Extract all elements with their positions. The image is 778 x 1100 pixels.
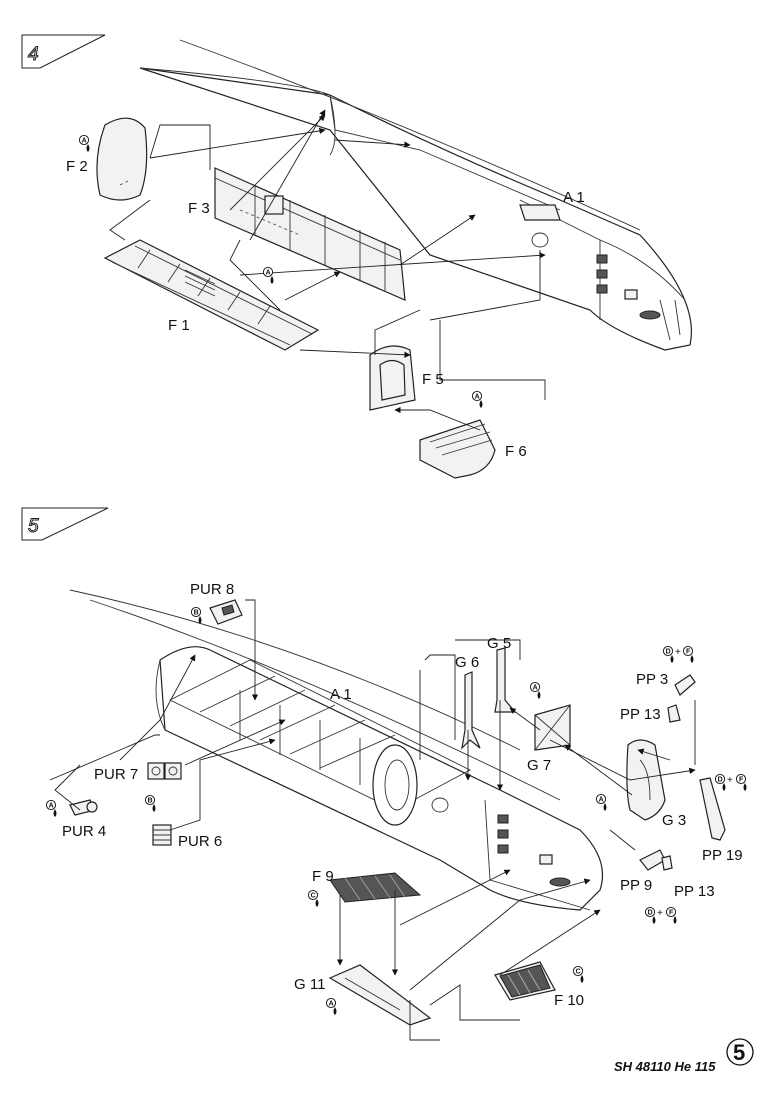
label-a1-step5: A 1 [330, 686, 352, 703]
label-f1: F 1 [168, 317, 190, 334]
svg-text:F: F [739, 777, 744, 784]
sheet-code: SH 48110 He 115 [614, 1059, 716, 1074]
svg-text:A: A [266, 270, 271, 277]
label-pp9: PP 9 [620, 877, 652, 894]
glue-marker: A [529, 681, 541, 700]
page-number-circle [726, 1038, 754, 1066]
glue-marker: A [325, 997, 337, 1016]
glue-marker: A [471, 390, 483, 409]
glue-marker: C [307, 889, 319, 908]
label-g11: G 11 [294, 976, 325, 993]
label-f5: F 5 [422, 371, 444, 388]
glue-plus: + [657, 908, 663, 919]
svg-text:D: D [666, 649, 671, 656]
label-f2: F 2 [66, 158, 88, 175]
part-f5 [369, 345, 416, 411]
part-g7 [534, 704, 571, 751]
glue-marker: A [595, 793, 607, 812]
label-g6: G 6 [455, 654, 479, 671]
label-f6: F 6 [505, 443, 527, 460]
svg-text:C: C [576, 969, 581, 976]
glue-marker: B [144, 794, 156, 813]
label-g5: G 5 [487, 635, 511, 652]
page-number: 5 [733, 1040, 745, 1065]
glue-plus: + [675, 647, 681, 658]
part-pp9 [639, 849, 666, 871]
fuselage-a1-step5 [69, 589, 604, 911]
label-pur4: PUR 4 [62, 823, 106, 840]
svg-text:F: F [669, 910, 674, 917]
glue-marker: D [644, 906, 656, 925]
svg-text:A: A [599, 797, 604, 804]
part-pp13-top [667, 704, 681, 723]
glue-marker: B [190, 606, 202, 625]
part-pur8 [209, 599, 243, 625]
label-pp3: PP 3 [636, 671, 668, 688]
svg-text:F: F [686, 649, 691, 656]
part-pur6 [152, 824, 172, 846]
glue-marker: F [665, 906, 677, 925]
step-5-badge: 5 [21, 507, 109, 541]
svg-text:A: A [49, 803, 54, 810]
label-g3: G 3 [662, 812, 686, 829]
step-4-badge: 4 [21, 34, 106, 69]
svg-text:D: D [718, 777, 723, 784]
svg-text:A: A [533, 685, 538, 692]
glue-marker: A [262, 266, 274, 285]
glue-marker: A [45, 799, 57, 818]
label-pp13-bottom: PP 13 [674, 883, 715, 900]
step-5: 5 [21, 507, 747, 1041]
glue-plus: + [727, 775, 733, 786]
part-g6 [461, 671, 481, 750]
part-f9 [329, 872, 422, 903]
svg-text:B: B [194, 610, 199, 617]
part-pp3 [674, 674, 696, 696]
step-4: 4 [21, 34, 692, 479]
part-pp13-bottom [661, 855, 673, 871]
part-g5 [494, 647, 517, 713]
glue-marker: A [78, 134, 90, 153]
glue-marker: D [662, 645, 674, 664]
label-pp19: PP 19 [702, 847, 743, 864]
svg-text:A: A [82, 138, 87, 145]
part-pur4 [69, 799, 98, 816]
step-4-number: 4 [28, 44, 39, 65]
part-f1 [103, 239, 320, 351]
glue-marker: D [714, 773, 726, 792]
label-pur7: PUR 7 [94, 766, 138, 783]
glue-marker: F [735, 773, 747, 792]
part-f2 [96, 117, 148, 201]
label-f3: F 3 [188, 200, 210, 217]
svg-text:D: D [648, 910, 653, 917]
label-pur8: PUR 8 [190, 581, 234, 598]
svg-text:A: A [329, 1001, 334, 1008]
svg-text:A: A [475, 394, 480, 401]
part-g3 [626, 739, 666, 821]
glue-marker: C [572, 965, 584, 984]
fuselage-a1-step4 [139, 39, 692, 351]
svg-text:B: B [148, 798, 153, 805]
svg-text:C: C [311, 893, 316, 900]
label-f9: F 9 [312, 868, 334, 885]
label-g7: G 7 [527, 757, 551, 774]
label-a1-step4: A 1 [563, 189, 585, 206]
label-f10: F 10 [554, 992, 584, 1009]
part-pp19 [699, 777, 726, 841]
label-pur6: PUR 6 [178, 833, 222, 850]
footer: SH 48110 He 115 5 [614, 1038, 754, 1074]
part-f10 [494, 961, 556, 1001]
step-5-number: 5 [28, 516, 39, 537]
part-f6 [419, 419, 496, 479]
part-g11 [328, 964, 432, 1026]
part-pur7 [147, 762, 182, 780]
glue-marker: F [682, 645, 694, 664]
label-pp13-top: PP 13 [620, 706, 661, 723]
